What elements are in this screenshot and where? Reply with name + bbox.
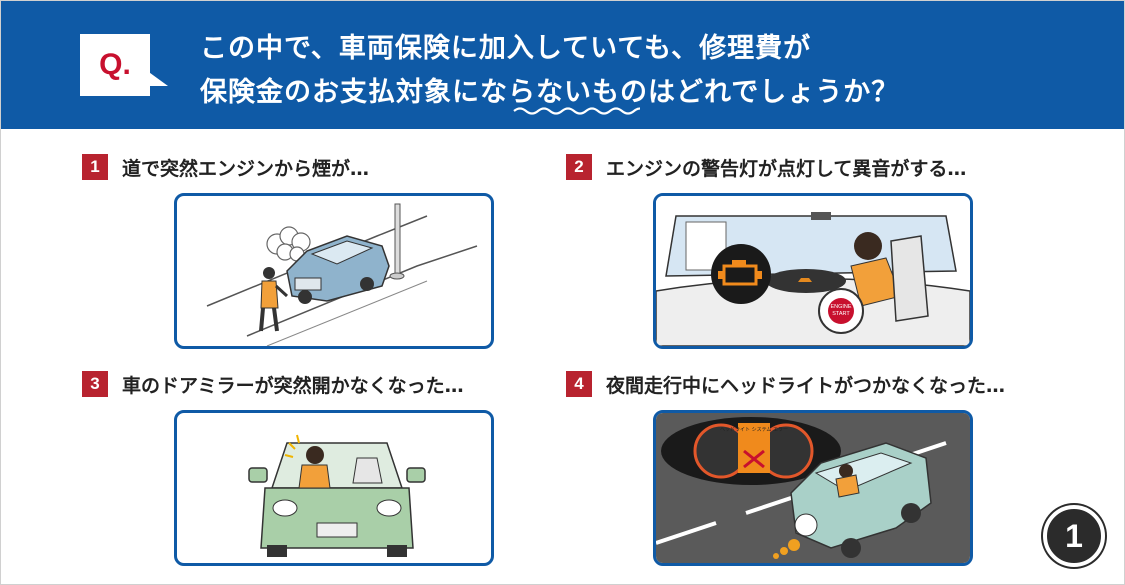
car-icon [286,235,390,304]
smoking-car-illustration [206,203,478,346]
option-4-title: 4 夜間走行中にヘッドライトがつかなくなった… [566,369,1005,399]
headlight-warning-label: ヘッドライト システム エラー [720,427,788,433]
door-mirror-car-illustration [248,434,426,557]
question-line-1: この中で、車両保険に加入していても、修理費が [200,33,812,64]
spark-icon [773,539,800,559]
option-number-badge: 2 [566,154,592,180]
car-front-icon [260,442,414,557]
option-1-illustration-card[interactable] [174,193,494,349]
option-title-text: 車のドアミラーが突然開かなくなった… [122,374,464,397]
option-2-title: 2 エンジンの警告灯が点灯して異音がする… [566,152,966,182]
question-header [1,1,1124,129]
engine-warning-light [711,244,771,304]
option-3-illustration-card[interactable] [174,410,494,566]
option-4-illustration-card[interactable]: ヘッドライト システム エラー [653,410,973,566]
option-title-text: エンジンの警告灯が点灯して異音がする… [606,157,967,180]
option-2-illustration-card[interactable]: ENGINE START [653,193,973,349]
option-number-badge: 4 [566,371,592,397]
person-icon [835,464,860,498]
engine-warning-icon [718,260,762,286]
engine-start-label-line1: ENGINE [830,304,851,310]
night-driving-illustration: ヘッドライト システム エラー [656,413,970,563]
question-marker-tail [146,70,168,86]
question-line-2: 保険金のお支払対象にならないものはどれでしょうか？ [200,77,900,108]
option-title-text: 夜間走行中にヘッドライトがつかなくなった… [606,374,1006,397]
option-1-title: 1 道で突然エンジンから煙が… [82,152,369,182]
option-number-badge: 1 [82,154,108,180]
emphasis-wave-underline [513,107,640,115]
question-marker-box [80,34,150,96]
door-mirror-icon [248,467,426,483]
surprise-mark-icon [284,434,300,458]
person-icon [298,446,331,489]
person-icon [850,232,929,322]
option-number-badge: 3 [82,371,108,397]
engine-start-label-line2: START [832,311,850,317]
question-marker: Q. [99,48,131,81]
instrument-panel-icon: ヘッドライト システム エラー [661,417,841,485]
person-icon [259,267,289,332]
page-number-badge: 1 [1043,505,1105,567]
smoke-icon [266,226,311,262]
option-3-title: 3 車のドアミラーが突然開かなくなった… [82,369,464,399]
option-title-text: 道で突然エンジンから煙が… [122,157,370,180]
dashboard-warning-illustration: ENGINE START [656,196,970,346]
